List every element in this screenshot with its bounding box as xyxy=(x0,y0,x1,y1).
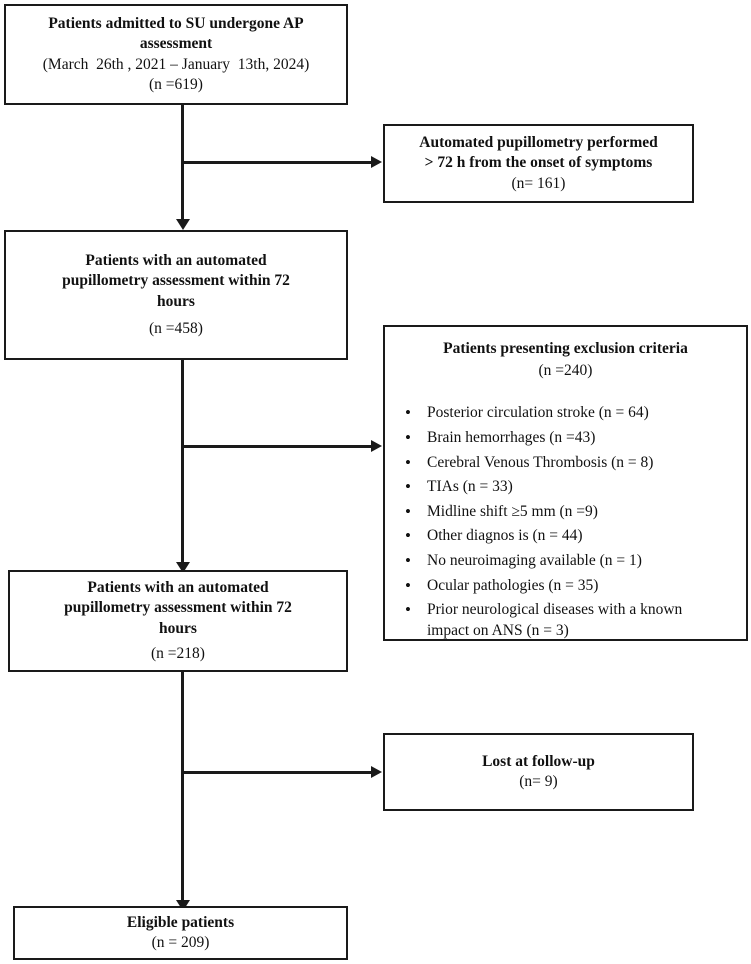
node-within72-second: Patients with an automated pupillometry … xyxy=(8,570,348,672)
node-eligible-label: Eligible patients xyxy=(126,913,235,931)
node-within72-second-count: (n =218) xyxy=(151,644,205,662)
node-within72-first-count: (n =458) xyxy=(149,319,203,337)
connector-within72-to-second xyxy=(181,360,184,570)
connector-second-to-eligible xyxy=(181,672,184,910)
arrowhead-right-lost-followup xyxy=(371,765,382,778)
node-excluded-late-line1: Automated pupillometry performed xyxy=(419,134,658,152)
node-within72-first: Patients with an automated pupillometry … xyxy=(4,230,348,360)
arrowhead-right-exclusion-criteria xyxy=(371,439,382,452)
node-excluded-late-pupillometry: Automated pupillometry performed > 72 h … xyxy=(383,124,694,203)
arrowhead-down-to-within72 xyxy=(175,219,190,230)
connector-enrolled-to-within72 xyxy=(181,105,184,227)
exclusion-criteria-count: (n =240) xyxy=(538,362,593,380)
node-lost-followup-count: (n= 9) xyxy=(519,773,558,790)
list-item: Cerebral Venous Thrombosis (n = 8) xyxy=(405,452,746,473)
list-item: Other diagnos is (n = 44) xyxy=(405,525,746,546)
node-excluded-late-line2: > 72 h from the onset of symptoms xyxy=(424,154,653,172)
exclusion-criteria-list: Posterior circulation stroke (n = 64) Br… xyxy=(405,402,746,640)
node-within72-first-line1: Patients with an automated xyxy=(85,252,267,270)
list-item: Ocular pathologies (n = 35) xyxy=(405,575,746,596)
node-within72-first-line3: hours xyxy=(157,292,195,310)
node-lost-followup: Lost at follow-up (n= 9) xyxy=(383,733,694,811)
list-item: Posterior circulation stroke (n = 64) xyxy=(405,402,746,423)
exclusion-criteria-header: Patients presenting exclusion criteria (… xyxy=(385,339,746,381)
arrowhead-down-to-second xyxy=(175,562,190,573)
node-enrolled: Patients admitted to SU undergone AP ass… xyxy=(4,4,348,105)
node-enrolled-line2: assessment xyxy=(139,35,213,53)
node-within72-second-line3: hours xyxy=(159,619,197,637)
node-within72-second-line1: Patients with an automated xyxy=(87,579,269,597)
node-excluded-late-count: (n= 161) xyxy=(511,174,566,192)
arrowhead-down-to-eligible xyxy=(175,900,190,911)
node-within72-first-line2: pupillometry assessment within 72 xyxy=(62,272,290,290)
node-eligible-count: (n = 209) xyxy=(151,934,210,951)
node-within72-second-line2: pupillometry assessment within 72 xyxy=(64,599,292,617)
node-lost-followup-label: Lost at follow-up xyxy=(482,752,595,770)
list-item: Prior neurological diseases with a known… xyxy=(405,599,746,640)
branch-to-late-pupillometry xyxy=(181,161,372,164)
node-enrolled-date-range: (March 26th , 2021 – January 13th, 2024) xyxy=(42,55,310,73)
node-exclusion-criteria: Patients presenting exclusion criteria (… xyxy=(383,325,748,641)
arrowhead-right-late-pupillometry xyxy=(371,155,382,168)
list-item: No neuroimaging available (n = 1) xyxy=(405,550,746,571)
list-item: Midline shift ≥5 mm (n =9) xyxy=(405,501,746,522)
node-eligible-patients: Eligible patients (n = 209) xyxy=(13,906,348,960)
list-item: TIAs (n = 33) xyxy=(405,476,746,497)
branch-to-exclusion-criteria xyxy=(181,445,372,448)
list-item: Brain hemorrhages (n =43) xyxy=(405,427,746,448)
exclusion-criteria-title: Patients presenting exclusion criteria xyxy=(443,340,688,357)
node-enrolled-line1: Patients admitted to SU undergone AP xyxy=(48,15,304,33)
branch-to-lost-followup xyxy=(181,771,372,774)
node-enrolled-count: (n =619) xyxy=(149,75,203,93)
